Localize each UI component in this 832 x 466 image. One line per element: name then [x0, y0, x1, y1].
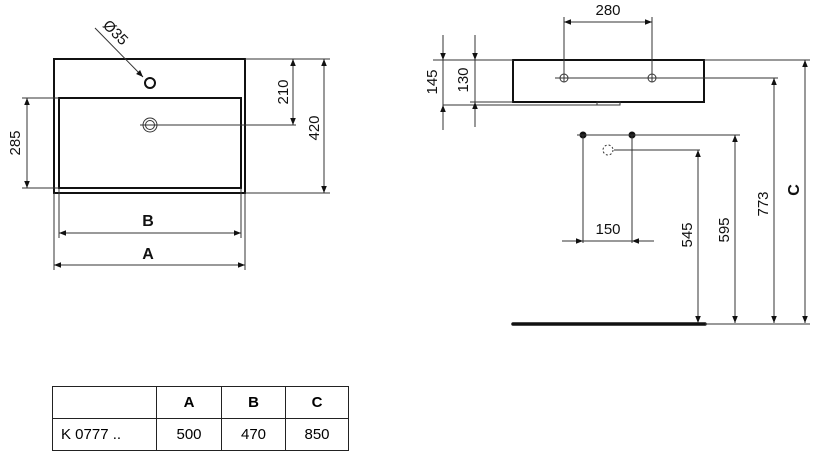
- header-A: A: [156, 386, 222, 419]
- dim-420-label: 420: [306, 115, 323, 140]
- dim-595-label: 595: [716, 217, 733, 242]
- hole-leader: [94, 27, 144, 78]
- hole-diameter-label: Ø35: [99, 17, 131, 49]
- bowl-outline: [58, 97, 242, 189]
- dim-285-label: 285: [7, 130, 24, 155]
- value-B: 470: [221, 418, 286, 451]
- dimension-table: A B C K 0777 .. 500 470 850: [52, 386, 349, 451]
- dim-B-label: B: [142, 213, 154, 230]
- dim-150-label: 150: [595, 221, 620, 238]
- dim-210-label: 210: [275, 79, 292, 104]
- value-A: 500: [156, 418, 222, 451]
- dim-A-label: A: [142, 246, 154, 263]
- basin-side: [512, 59, 705, 103]
- table-header-row: A B C: [52, 386, 349, 419]
- waste-point: [602, 144, 614, 156]
- table-row: K 0777 .. 500 470 850: [52, 418, 349, 451]
- product-code: K 0777 ..: [52, 418, 157, 451]
- basin-outline: [53, 58, 246, 194]
- header-C: C: [285, 386, 349, 419]
- dim-773-label: 773: [755, 191, 772, 216]
- dim-145-label: 145: [424, 69, 441, 94]
- header-B: B: [221, 386, 286, 419]
- dim-130-label: 130: [455, 67, 472, 92]
- value-C: 850: [285, 418, 349, 451]
- top-view: Ø35 210 420 285 B A: [7, 17, 330, 270]
- tap-hole: [144, 77, 156, 89]
- dim-C-label: C: [786, 184, 803, 196]
- dim-545-label: 545: [679, 222, 696, 247]
- dim-280-label: 280: [595, 2, 620, 19]
- side-view: 280 145 130 150 545 595 773 C: [424, 2, 810, 326]
